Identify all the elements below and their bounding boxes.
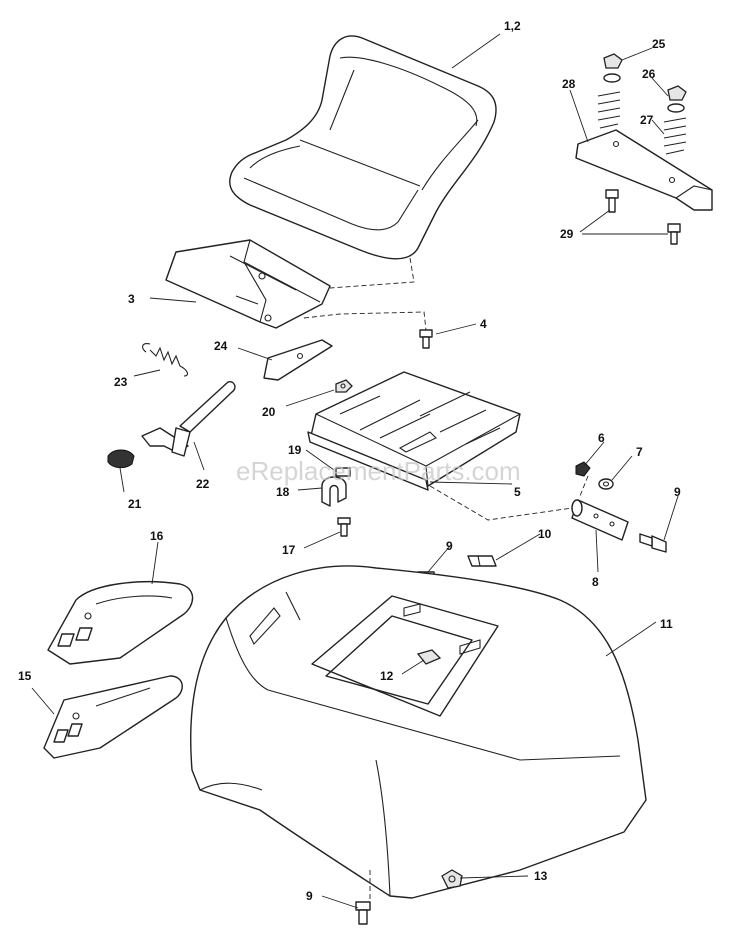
spring-part[interactable] bbox=[141, 343, 189, 377]
callout-13: 13 bbox=[534, 869, 548, 883]
clip-part[interactable] bbox=[335, 467, 351, 477]
callout-12: 12 bbox=[380, 669, 394, 683]
callout-17: 17 bbox=[282, 543, 296, 557]
clamp-part[interactable] bbox=[321, 476, 347, 507]
bolt-part[interactable] bbox=[605, 189, 681, 245]
callout-29: 29 bbox=[560, 227, 574, 241]
callout-7: 7 bbox=[636, 445, 643, 459]
callout-16: 16 bbox=[150, 529, 164, 543]
spring-mount-bracket-part[interactable] bbox=[575, 129, 713, 211]
callout-15: 15 bbox=[18, 669, 32, 683]
spacer-part[interactable] bbox=[467, 555, 497, 567]
callout-19: 19 bbox=[288, 443, 302, 457]
callout-9-right: 9 bbox=[674, 485, 681, 499]
callout-27: 27 bbox=[640, 113, 654, 127]
cover-part[interactable] bbox=[47, 581, 194, 665]
callout-11: 11 bbox=[660, 617, 673, 631]
nut-part[interactable] bbox=[335, 379, 353, 393]
seat-pan-part[interactable] bbox=[165, 239, 331, 329]
washer-part[interactable] bbox=[603, 73, 685, 113]
seat-part[interactable] bbox=[229, 35, 497, 260]
callout-20: 20 bbox=[262, 405, 276, 419]
callout-23: 23 bbox=[114, 375, 128, 389]
callout-18: 18 bbox=[276, 485, 290, 499]
bolt-part[interactable] bbox=[639, 533, 667, 553]
assembly-line bbox=[579, 475, 589, 497]
nut-part[interactable] bbox=[575, 461, 591, 477]
callout-6: 6 bbox=[598, 431, 605, 445]
bolt-part[interactable] bbox=[337, 517, 351, 537]
watermark: eReplacementParts.com bbox=[236, 456, 521, 486]
callout-22: 22 bbox=[196, 477, 210, 491]
callout-28: 28 bbox=[562, 77, 576, 91]
callout-5: 5 bbox=[514, 485, 521, 499]
assembly-line bbox=[429, 485, 573, 521]
lever-knob-part[interactable] bbox=[107, 449, 135, 469]
callout-9-bottom: 9 bbox=[306, 889, 313, 903]
callout-26: 26 bbox=[642, 67, 656, 81]
callout-21: 21 bbox=[128, 497, 142, 511]
assembly-line bbox=[303, 311, 427, 331]
callout-24: 24 bbox=[214, 339, 228, 353]
callout-4: 4 bbox=[480, 317, 487, 331]
assembly-line bbox=[329, 257, 415, 289]
callout-1-2: 1,2 bbox=[504, 19, 521, 33]
fender-part[interactable] bbox=[190, 565, 647, 899]
callout-8: 8 bbox=[592, 575, 599, 589]
bolt-part[interactable] bbox=[419, 329, 433, 349]
bolt-part[interactable] bbox=[355, 901, 371, 925]
washer-part[interactable] bbox=[598, 478, 614, 490]
callout-10: 10 bbox=[538, 527, 552, 541]
pivot-bushing-part[interactable] bbox=[571, 499, 629, 541]
slide-plate-part[interactable] bbox=[307, 371, 521, 491]
nut-part[interactable] bbox=[603, 53, 687, 101]
callout-25: 25 bbox=[652, 37, 666, 51]
callout-3: 3 bbox=[128, 292, 135, 306]
lever-part[interactable] bbox=[141, 380, 236, 457]
callout-9-middle: 9 bbox=[446, 539, 453, 553]
bracket-part[interactable] bbox=[263, 339, 333, 381]
nut-part[interactable] bbox=[441, 869, 463, 889]
cover-part[interactable] bbox=[43, 675, 183, 759]
leader-lines bbox=[31, 33, 679, 909]
spring-part[interactable] bbox=[597, 91, 687, 155]
